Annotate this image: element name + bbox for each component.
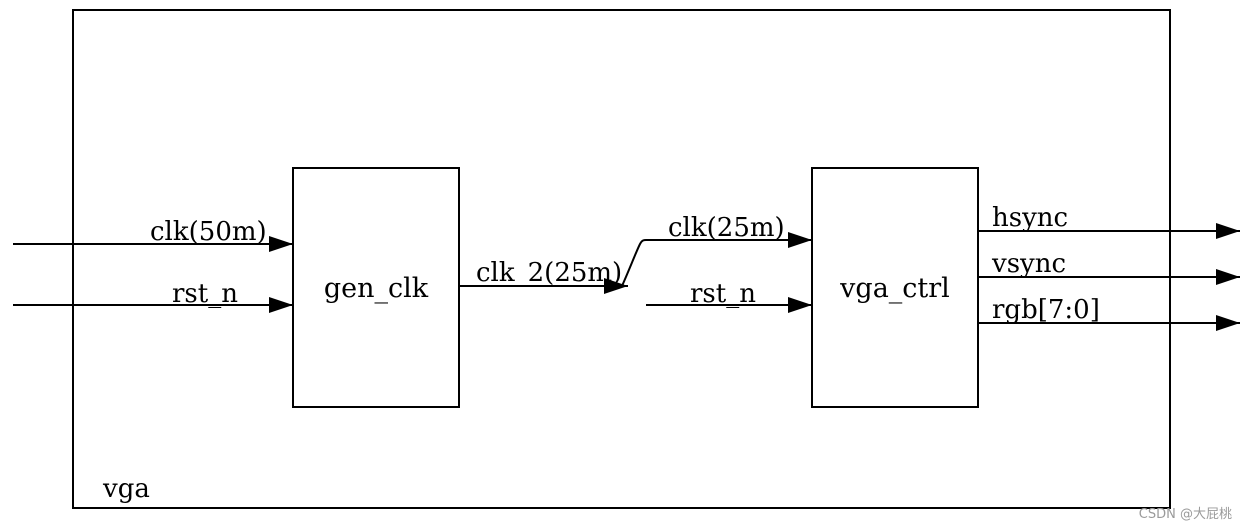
clk-input-label: clk(50m)	[150, 217, 267, 247]
gen-clk-block	[292, 167, 460, 408]
vsync-label: vsync	[991, 249, 1066, 279]
csdn-watermark: CSDN @大屁桃	[1139, 507, 1232, 522]
rst-n-ctrl-input-label: rst_n	[690, 279, 756, 309]
clk-connection-wire	[621, 239, 647, 287]
clk-25m-input-label: clk(25m)	[668, 213, 785, 243]
hsync-label: hsync	[992, 203, 1068, 233]
vga-module-boundary	[72, 9, 1171, 509]
clk-2-output-label: clk_2(25m)	[476, 258, 622, 288]
vga-ctrl-block	[811, 167, 979, 408]
gen-clk-label: gen_clk	[324, 273, 429, 304]
rst-n-input-label: rst_n	[172, 279, 238, 309]
rgb-label: rgb[7:0]	[992, 295, 1100, 325]
vga-module-label: vga	[102, 474, 150, 504]
vga-ctrl-label: vga_ctrl	[839, 273, 950, 304]
